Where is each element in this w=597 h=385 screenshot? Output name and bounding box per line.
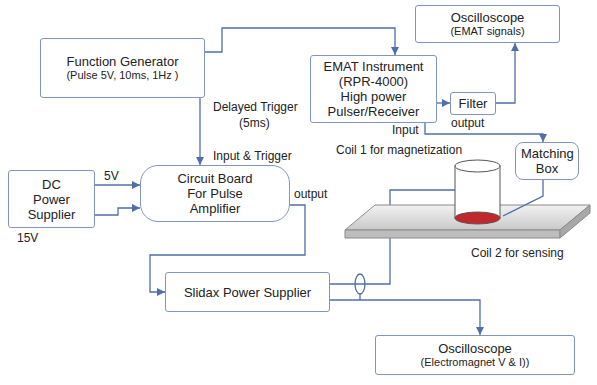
box-title: Circuit Board For Pulse Amplifier (170, 171, 260, 216)
power-box: DC Power Supplier (8, 170, 95, 228)
box-detail: (EMAT signals) (450, 25, 524, 38)
text-group: Function Generator(Pulse 5V, 10ms, 1Hz ) (66, 54, 178, 82)
box-title: EMAT Instrument (RPR-4000) (316, 59, 431, 89)
coil-label: Coil 2 for sensing (470, 246, 565, 260)
sensor-wire (503, 180, 543, 216)
signal-connector (95, 208, 140, 215)
box-title: Oscilloscope (451, 10, 525, 25)
text-group: EMAT Instrument (RPR-4000)High power Pul… (316, 59, 431, 119)
box-title: DC Power Supplier (24, 177, 79, 222)
port-label: output (293, 187, 328, 201)
text-group: DC Power Supplier (24, 177, 79, 222)
signal-label: Input & Trigger (212, 149, 293, 163)
signal-connector (437, 102, 450, 103)
box-title: Filter (459, 96, 488, 111)
box-title: Function Generator (66, 54, 178, 69)
signal-connector (205, 28, 395, 55)
port-label: Input (391, 123, 420, 137)
signal-connector (199, 98, 200, 165)
box-detail: (Pulse 5V, 10ms, 1Hz ) (66, 69, 178, 82)
signal-connector (95, 184, 140, 185)
text-group: Oscilloscope(EMAT signals) (450, 10, 524, 38)
box-detail: High power Pulser/Receiver (316, 89, 431, 119)
text-group: Matching Box (521, 146, 573, 176)
signal-label: Delayed Trigger (212, 100, 299, 114)
plate-edge (345, 230, 560, 238)
coil-label: Coil 1 for magnetization (335, 143, 463, 157)
coil2-sensor (455, 212, 500, 224)
display-box: Oscilloscope(Electromagnet V & I)) (375, 335, 575, 375)
matching-box: Matching Box (515, 142, 579, 180)
instrument-box: EMAT Instrument (RPR-4000)High power Pul… (310, 55, 437, 123)
coil-top (455, 160, 500, 172)
generator-box: Function Generator(Pulse 5V, 10ms, 1Hz ) (40, 38, 205, 98)
plate-side (560, 205, 590, 238)
box-detail: (Electromagnet V & I)) (421, 356, 530, 369)
current-probe (355, 274, 365, 294)
display-box: Oscilloscope(EMAT signals) (415, 5, 560, 43)
delay-label: (5ms) (238, 116, 271, 130)
signal-connector (496, 43, 515, 103)
box-title: Slidax Power Supplier (184, 285, 311, 300)
text-group: Circuit Board For Pulse Amplifier (170, 171, 260, 216)
voltage-label: 15V (16, 231, 39, 245)
box-title: Matching Box (521, 146, 573, 176)
voltage-label: 5V (103, 169, 120, 183)
text-group: Slidax Power Supplier (184, 285, 311, 300)
text-group: Filter (459, 96, 488, 111)
probe-lead (359, 294, 360, 300)
power-box: Slidax Power Supplier (165, 272, 330, 312)
circuit-box: Circuit Board For Pulse Amplifier (140, 165, 290, 222)
text-group: Oscilloscope(Electromagnet V & I)) (421, 341, 530, 369)
signal-connector (330, 300, 480, 335)
box-title: Oscilloscope (438, 341, 512, 356)
filter-box: Filter (450, 92, 496, 115)
port-label: output (450, 116, 485, 130)
coil-body (455, 166, 500, 218)
